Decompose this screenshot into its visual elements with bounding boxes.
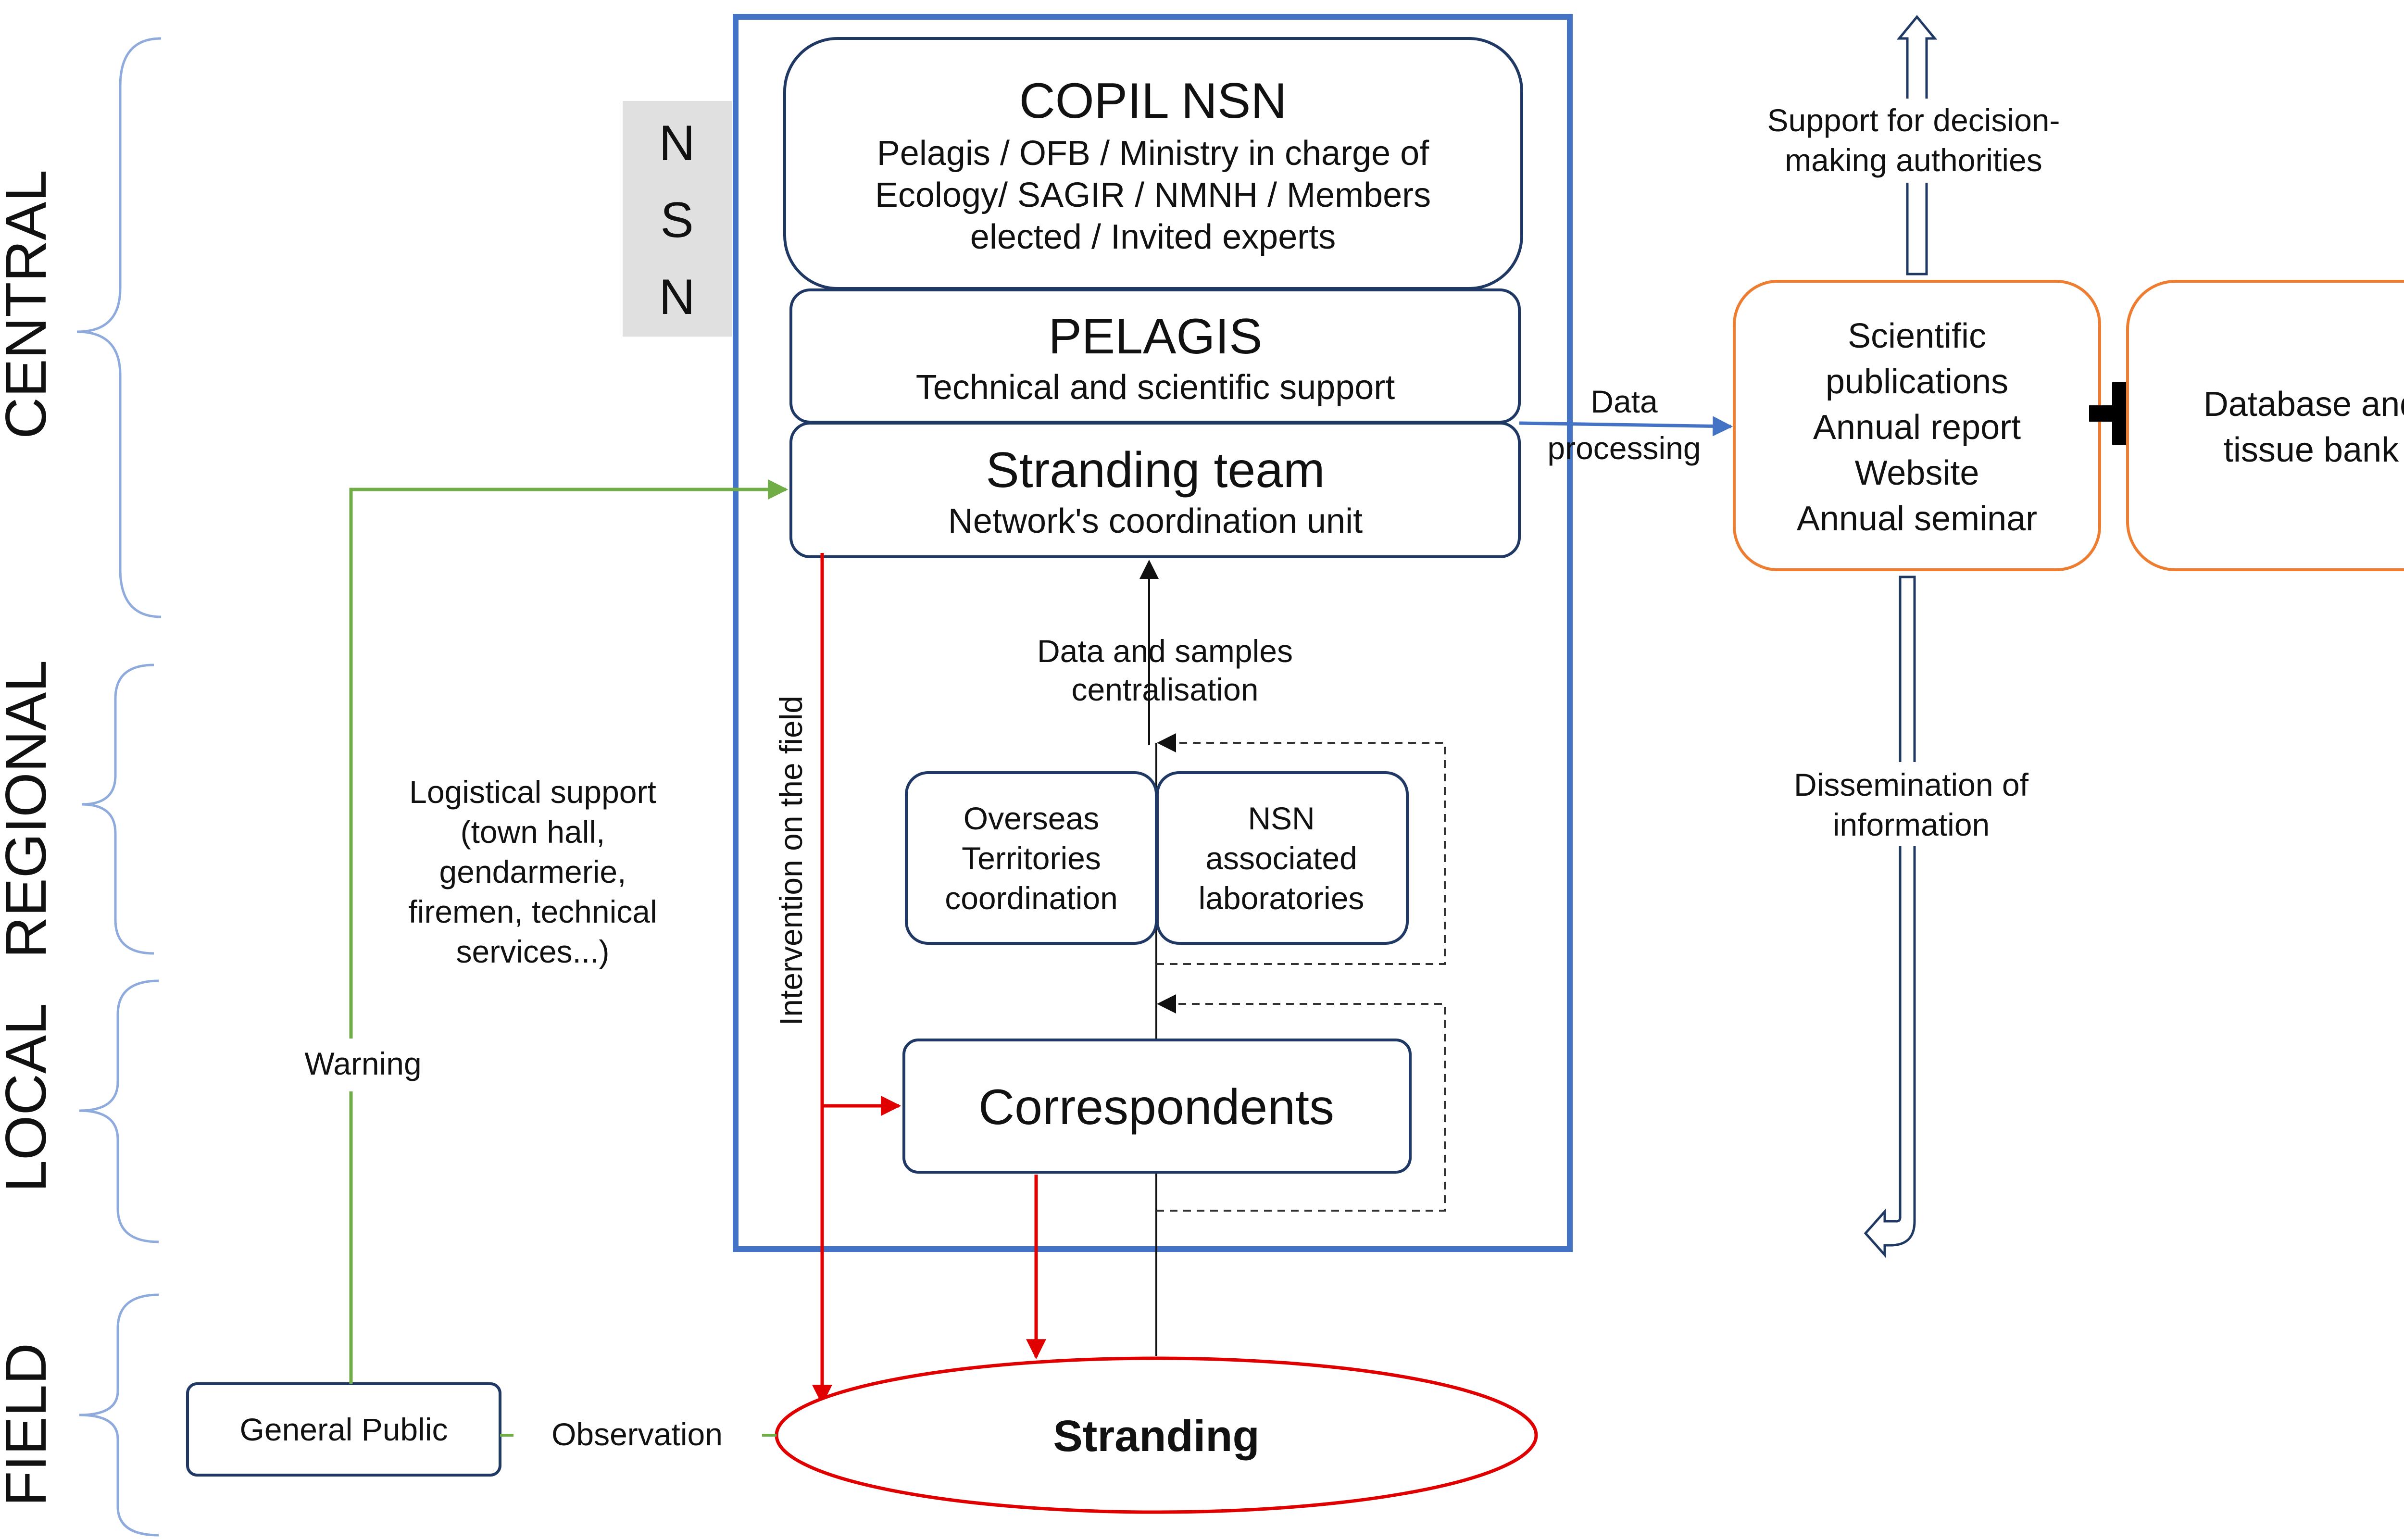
outputs-box: Scientific publications Annual report We… <box>1733 280 2101 571</box>
outputs-line-4: Website <box>1855 454 1979 492</box>
data-samples-label-1: Data and samples <box>1037 633 1293 669</box>
outputs-line-1: Scientific <box>1848 317 1986 355</box>
logistical-line-2: (town hall, <box>461 814 605 850</box>
correspondents-box: Correspondents <box>902 1039 1412 1174</box>
stranding-label: Stranding <box>1053 1412 1259 1461</box>
outputs-line-2: publications <box>1826 363 2008 401</box>
associated-laboratories-box: NSN associated laboratories <box>1156 771 1409 945</box>
copil-line-3: elected / Invited experts <box>970 218 1336 256</box>
stranding-team-title: Stranding team <box>986 442 1325 498</box>
intervention-label: Intervention on the field <box>773 696 809 1026</box>
nsn-letter-3: N <box>659 269 695 325</box>
observation-label: Observation <box>551 1416 723 1452</box>
pelagis-subtitle: Technical and scientific support <box>916 368 1395 407</box>
intervention-arrows <box>812 553 1046 1405</box>
level-labels: CENTRAL REGIONAL LOCAL FIELD <box>0 170 58 1506</box>
general-public-box: General Public <box>186 1382 501 1477</box>
brace-field <box>79 1293 159 1537</box>
correspondents-label: Correspondents <box>978 1079 1334 1135</box>
dissemination-arrow <box>1864 576 1916 1258</box>
copil-nsn-box: COPIL NSN Pelagis / OFB / Ministry in ch… <box>783 37 1523 290</box>
overseas-territories-box: Overseas Territories coordination <box>905 771 1158 945</box>
nsn-network-frame <box>733 14 1573 1252</box>
copil-line-2: Ecology/ SAGIR / NMNH / Members <box>875 176 1431 214</box>
logistical-support-label: Logistical support (town hall, gendarmer… <box>408 774 657 969</box>
logistical-line-3: gendarmerie, <box>439 854 626 889</box>
data-processing-label-1: Data <box>1590 384 1658 419</box>
brace-regional <box>81 664 154 955</box>
data-samples-label-2: centralisation <box>1072 672 1259 707</box>
data-processing-label-2: processing <box>1547 430 1701 466</box>
labs-line-3: laboratories <box>1199 880 1365 916</box>
database-box: Database and tissue bank <box>2126 280 2404 571</box>
labs-line-2: associated <box>1205 840 1357 876</box>
level-label-local: LOCAL <box>0 1003 58 1192</box>
logistical-line-4: firemen, technical <box>408 894 657 929</box>
level-label-central: CENTRAL <box>0 170 58 439</box>
copil-title: COPIL NSN <box>1019 73 1287 129</box>
pelagis-title: PELAGIS <box>1048 309 1262 364</box>
dashed-loop-local <box>1156 994 1446 1212</box>
stranding-team-box: Stranding team Network's coordination un… <box>789 422 1521 558</box>
dashed-loop-regional <box>1156 733 1446 965</box>
outputs-line-5: Annual seminar <box>1797 500 2037 538</box>
database-line-2: tissue bank <box>2224 431 2399 469</box>
nsn-letter-1: N <box>659 115 695 171</box>
dissemination-line-2: information <box>1833 807 1990 842</box>
data-processing-arrow <box>1519 416 1733 437</box>
pelagis-box: PELAGIS Technical and scientific support <box>789 288 1521 424</box>
level-label-regional: REGIONAL <box>0 660 58 958</box>
brace-central <box>76 37 162 618</box>
warning-label: Warning <box>304 1046 421 1081</box>
logistical-line-1: Logistical support <box>409 774 656 810</box>
overseas-line-1: Overseas <box>964 801 1099 836</box>
nsn-tab: N S N <box>623 101 732 337</box>
copil-line-1: Pelagis / OFB / Ministry in charge of <box>877 134 1429 173</box>
labs-line-1: NSN <box>1248 801 1315 836</box>
database-line-1: Database and <box>2204 385 2404 424</box>
level-braces <box>76 37 162 1537</box>
nsn-letter-2: S <box>660 192 693 248</box>
support-line-2: making authorities <box>1785 142 2042 178</box>
logistical-line-5: services...) <box>456 934 609 969</box>
support-line-1: Support for decision- <box>1767 102 2060 138</box>
stranding-ellipse: Stranding <box>775 1356 1538 1514</box>
stranding-team-subtitle: Network's coordination unit <box>948 502 1363 540</box>
brace-local <box>79 979 159 1243</box>
overseas-line-3: coordination <box>945 880 1118 916</box>
outputs-line-3: Annual report <box>1813 408 2021 447</box>
general-public-label: General Public <box>240 1412 448 1447</box>
dissemination-line-1: Dissemination of <box>1794 767 2029 802</box>
overseas-line-2: Territories <box>962 840 1101 876</box>
level-label-field: FIELD <box>0 1343 58 1506</box>
